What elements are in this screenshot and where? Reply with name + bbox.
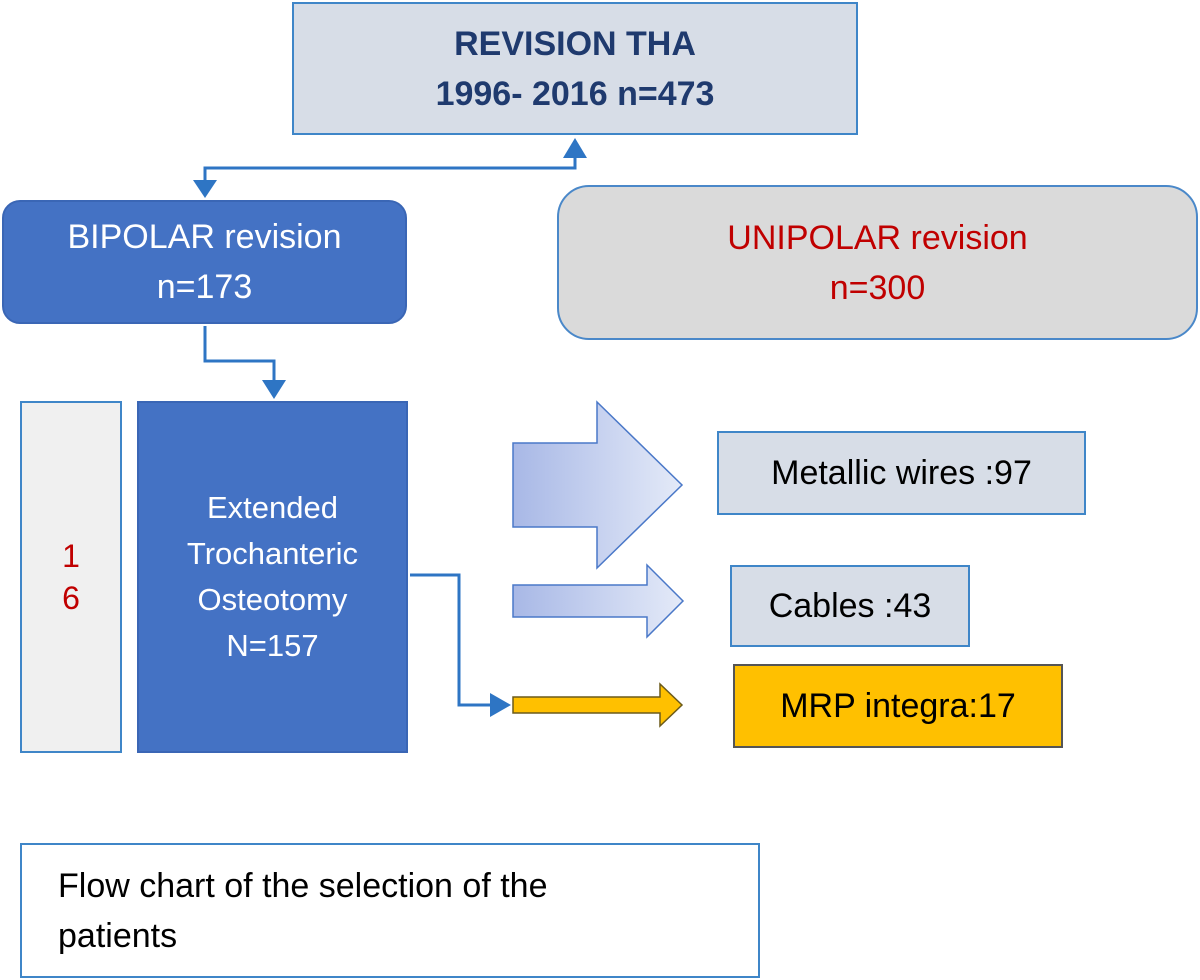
arrowhead-down-icon: [193, 180, 217, 198]
cables-label: Cables :43: [768, 586, 932, 625]
eto-count: N=157: [226, 628, 319, 663]
mrp-integra-box: MRP integra:17: [733, 664, 1063, 748]
revision-tha-count: 1996- 2016 n=473: [435, 74, 715, 113]
connector-top-to-bipolar: [203, 158, 577, 180]
block-arrow-cables-icon: [512, 563, 685, 639]
metallic-wires-box: Metallic wires :97: [717, 431, 1086, 515]
arrowhead-up-icon: [563, 138, 587, 158]
eto-label-line: Extended: [207, 490, 338, 525]
bipolar-revision-box: BIPOLAR revision n=173: [2, 200, 407, 324]
extended-trochanteric-osteotomy-box: Extended Trochanteric Osteotomy N=157: [137, 401, 408, 753]
excluded-digit: 1: [62, 538, 80, 574]
eto-label-line: Osteotomy: [197, 582, 348, 617]
bipolar-revision-count: n=173: [156, 268, 253, 306]
eto-label-line: Trochanteric: [186, 536, 359, 571]
metallic-wires-label: Metallic wires :97: [771, 453, 1032, 492]
unipolar-revision-box: UNIPOLAR revision n=300: [557, 185, 1198, 340]
arrowhead-down-icon: [262, 380, 286, 399]
caption-line: Flow chart of the selection of the: [58, 866, 548, 905]
caption-line: patients: [58, 916, 178, 955]
excluded-digit: 6: [62, 580, 80, 616]
block-arrow-mrp-icon: [512, 682, 684, 728]
unipolar-revision-count: n=300: [829, 268, 926, 307]
arrowhead-right-icon: [490, 693, 511, 717]
revision-tha-title: REVISION THA: [454, 24, 696, 63]
cables-box: Cables :43: [730, 565, 970, 647]
block-arrow-wires-icon: [512, 400, 684, 570]
revision-tha-box: REVISION THA 1996- 2016 n=473: [292, 2, 858, 135]
connector-eto-to-mrp: [410, 573, 490, 707]
excluded-count-box: 1 6: [20, 401, 122, 753]
unipolar-revision-label: UNIPOLAR revision: [727, 218, 1028, 257]
bipolar-revision-label: BIPOLAR revision: [67, 218, 342, 256]
connector-bipolar-to-eto: [203, 326, 276, 380]
caption-box: Flow chart of the selection of the patie…: [20, 843, 760, 978]
mrp-integra-label: MRP integra:17: [780, 686, 1016, 725]
